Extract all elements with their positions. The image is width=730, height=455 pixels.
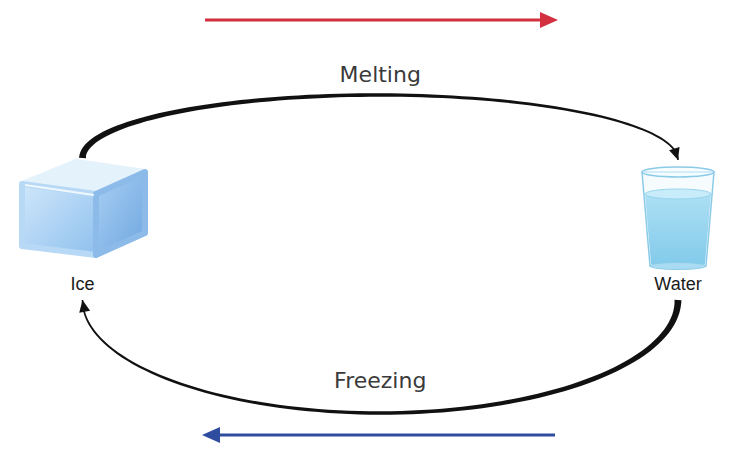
cooling-arrow xyxy=(218,434,555,437)
arrowhead xyxy=(669,147,679,160)
glass-base xyxy=(650,263,706,270)
process-label: Freezing xyxy=(330,368,430,394)
heating-arrow xyxy=(205,19,542,22)
cycle-arc xyxy=(79,93,679,160)
cooling-arrowhead xyxy=(202,427,220,443)
glass-rim xyxy=(642,167,714,177)
ice-cube xyxy=(22,162,145,255)
state-label: Ice xyxy=(70,274,94,296)
state-node: Water xyxy=(632,160,724,300)
glass-body xyxy=(642,172,714,266)
process-label: Melting xyxy=(336,62,425,88)
arrowhead xyxy=(79,300,90,313)
state-label: Water xyxy=(654,274,701,296)
phase-change-arrow xyxy=(79,93,680,160)
phase-change-arrow xyxy=(79,300,681,415)
state-node: Ice xyxy=(15,158,150,300)
ice-front-face xyxy=(22,184,96,255)
heating-arrowhead xyxy=(540,12,558,28)
cycle-arc xyxy=(82,300,682,415)
ice-side-face xyxy=(96,172,145,255)
water-glass xyxy=(642,167,714,270)
ice-edge-highlight xyxy=(25,185,94,195)
